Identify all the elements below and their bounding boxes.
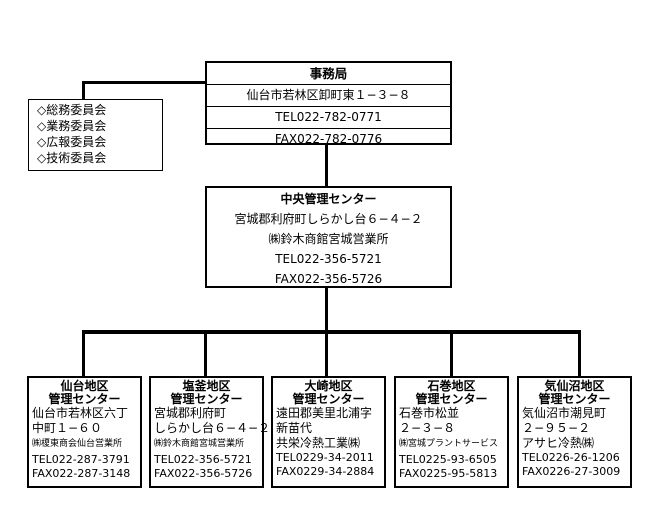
committees-box: ◇総務委員会 ◇業務委員会 ◇広報委員会 ◇技術委員会	[28, 99, 163, 171]
headquarters-fax: FAX022-782-0776	[274, 132, 383, 146]
branch-address-line2: 中町１−６０	[32, 421, 103, 435]
branch-address-line1: 遠田郡美里北浦字	[276, 406, 373, 420]
headquarters-tel: TEL022-782-0771	[207, 107, 450, 129]
central-center-box: 中央管理センター 宮城郡利府町しらかし台６−４−２ ㈱鈴木商館宮城営業所 TEL…	[205, 186, 452, 288]
headquarters-title: 事務局	[207, 63, 450, 85]
branch-subtitle: 管理センター	[415, 392, 488, 406]
branch-tel: TEL0226-26-1206	[522, 451, 620, 464]
committee-item: ◇広報委員会	[37, 135, 107, 149]
branch-company: アサヒ冷熱㈱	[522, 436, 595, 450]
connector-central-to-bus	[325, 286, 328, 332]
branch-subtitle: 管理センター	[48, 392, 121, 406]
branch-tel: TEL0229-34-2011	[276, 451, 374, 464]
branch-fax: FAX0226-27-3009	[522, 465, 621, 478]
branch-name: 石巻地区	[427, 379, 476, 393]
connector-branch-drop-4	[450, 330, 453, 378]
branch-subtitle: 管理センター	[292, 392, 365, 406]
committee-item: ◇業務委員会	[37, 119, 107, 133]
connector-branch-bus	[82, 330, 581, 334]
branch-company: ㈱鈴木商館宮城営業所	[154, 439, 245, 449]
branch-address-line2: 新苗代	[276, 421, 313, 435]
headquarters-address: 仙台市若林区卸町東１−３−８	[207, 85, 450, 107]
central-center-fax: FAX022-356-5726	[274, 272, 383, 286]
branch-address-line2: ２−９５−２	[522, 421, 591, 435]
branch-fax: FAX0229-34-2884	[276, 465, 375, 478]
branch-tel: TEL022-356-5721	[154, 453, 252, 466]
branch-address-line1: 気仙沼市潮見町	[522, 406, 607, 420]
branch-subtitle: 管理センター	[538, 392, 611, 406]
branch-fax: FAX022-356-5726	[154, 467, 253, 480]
branch-address-line2: ２−３−８	[399, 421, 456, 435]
branch-tel: TEL022-287-3791	[32, 453, 130, 466]
committee-item: ◇総務委員会	[37, 103, 107, 117]
connector-committees-vertical	[82, 81, 85, 102]
branch-company: 共栄冷熱工業㈱	[276, 436, 361, 450]
central-center-address: 宮城郡利府町しらかし台６−４−２	[234, 212, 423, 226]
branch-address-line1: 石巻市松並	[399, 406, 460, 420]
branch-name: 気仙沼地区	[544, 379, 605, 393]
headquarters-box: 事務局 仙台市若林区卸町東１−３−８ TEL022-782-0771 FAX02…	[205, 61, 452, 146]
branch-name: 塩釜地区	[182, 379, 231, 393]
connector-branch-drop-1	[82, 330, 85, 378]
connector-hq-to-central	[325, 143, 328, 188]
branch-fax: FAX0225-95-5813	[399, 467, 498, 480]
branch-box-kesennuma: 気仙沼地区 管理センター 気仙沼市潮見町 ２−９５−２ アサヒ冷熱㈱ TEL02…	[517, 376, 632, 488]
branch-name: 大崎地区	[304, 379, 353, 393]
central-center-company: ㈱鈴木商館宮城営業所	[268, 232, 389, 246]
connector-branch-drop-2	[204, 330, 207, 378]
connector-hq-to-committees	[82, 81, 206, 84]
branch-name: 仙台地区	[60, 379, 109, 393]
branch-box-sendai: 仙台地区 管理センター 仙台市若林区六丁 中町１−６０ ㈱榎東商会仙台営業所 T…	[27, 376, 142, 488]
branch-company: ㈱宮城プラントサービス	[399, 439, 499, 449]
branch-tel: TEL0225-93-6505	[399, 453, 497, 466]
central-center-tel: TEL022-356-5721	[275, 252, 382, 266]
branch-subtitle: 管理センター	[170, 392, 243, 406]
branch-fax: FAX022-287-3148	[32, 467, 131, 480]
connector-branch-drop-5	[578, 330, 581, 378]
branch-box-ishinomaki: 石巻地区 管理センター 石巻市松並 ２−３−８ ㈱宮城プラントサービス TEL0…	[394, 376, 509, 488]
connector-branch-drop-3	[325, 330, 328, 378]
committee-item: ◇技術委員会	[37, 151, 107, 165]
branch-box-shiogama: 塩釜地区 管理センター 宮城郡利府町 しらかし台６−４−２ ㈱鈴木商館宮城営業所…	[149, 376, 271, 488]
branch-box-osaki: 大崎地区 管理センター 遠田郡美里北浦字 新苗代 共栄冷熱工業㈱ TEL0229…	[271, 376, 386, 488]
branch-address-line1: 仙台市若林区六丁	[32, 406, 129, 420]
branch-address-line2: しらかし台６−４−２	[154, 421, 271, 435]
branch-address-line1: 宮城郡利府町	[154, 406, 227, 420]
branch-company: ㈱榎東商会仙台営業所	[32, 439, 123, 449]
central-center-title: 中央管理センター	[280, 192, 377, 206]
